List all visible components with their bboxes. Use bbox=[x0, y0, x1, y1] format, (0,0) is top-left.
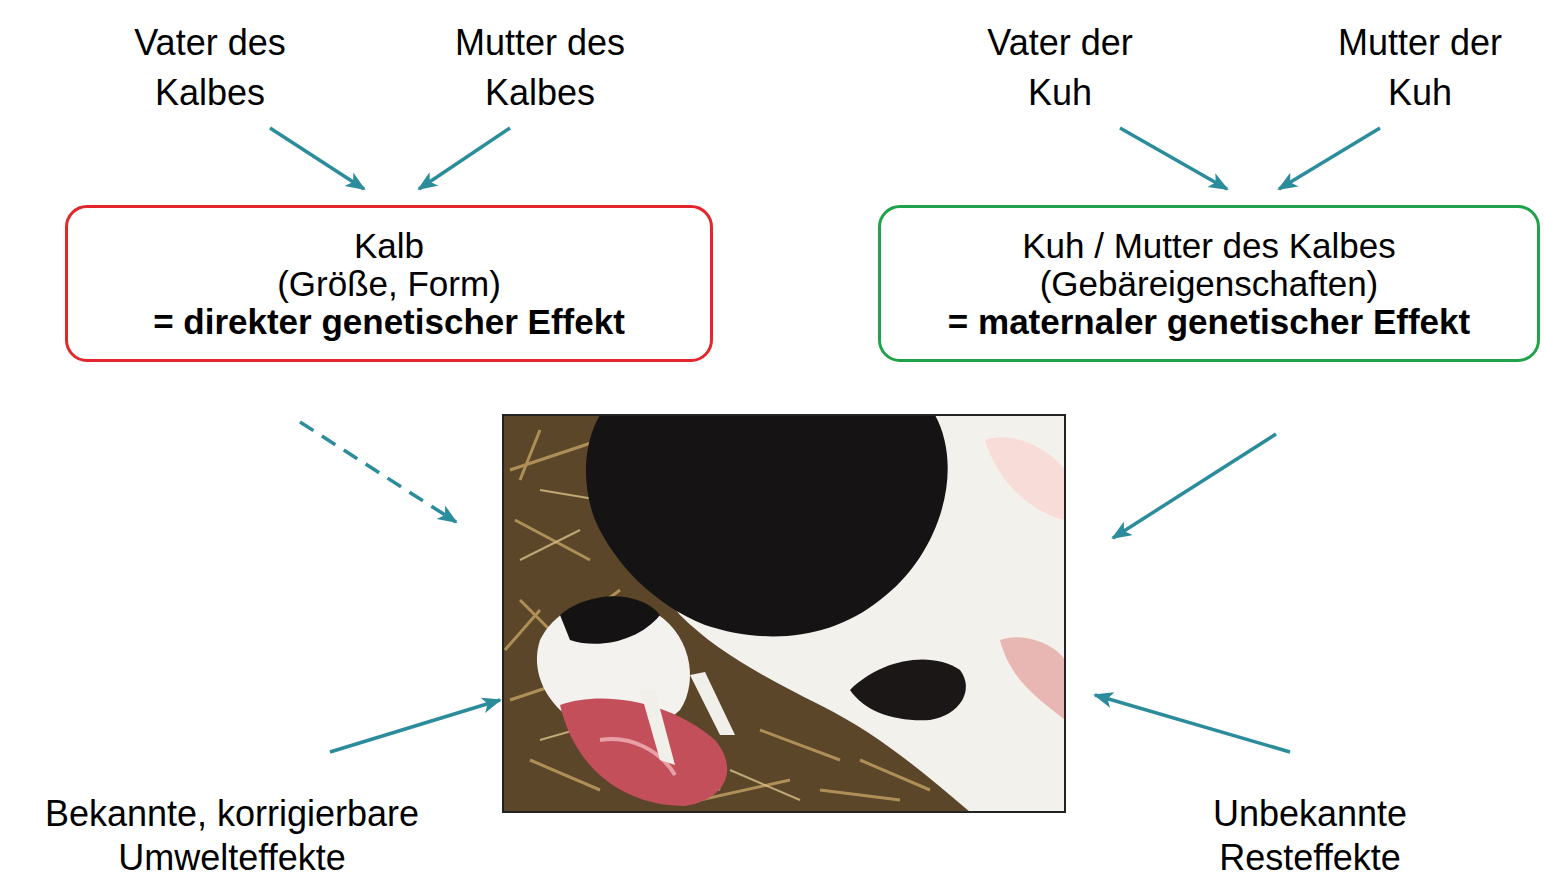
parent-label: Vater des Kalbes bbox=[110, 18, 310, 118]
parent-label: Mutter der Kuh bbox=[1320, 18, 1520, 118]
environment-arrow bbox=[330, 700, 500, 752]
calving-photo bbox=[503, 415, 1065, 812]
effect-label: Unbekannte Resteffekte bbox=[1180, 792, 1440, 880]
residual-arrow bbox=[1095, 695, 1290, 752]
node-text: Kalb bbox=[354, 227, 424, 265]
node-text: Mutter des Kalbes bbox=[440, 18, 640, 118]
node-text: Vater der Kuh bbox=[960, 18, 1160, 118]
effect-label: Bekannte, korrigierbare Umwelteffekte bbox=[12, 792, 452, 880]
inheritance-arrow bbox=[1279, 128, 1380, 189]
inheritance-arrow bbox=[270, 128, 364, 189]
node-text: = direkter genetischer Effekt bbox=[153, 303, 625, 341]
node-text: Mutter der Kuh bbox=[1320, 18, 1520, 118]
node-text: (Größe, Form) bbox=[277, 265, 501, 303]
node-text: = maternaler genetischer Effekt bbox=[948, 303, 1470, 341]
dashed-effect-arrow bbox=[300, 422, 456, 522]
inheritance-arrow bbox=[419, 128, 510, 189]
parent-label: Vater der Kuh bbox=[960, 18, 1160, 118]
node-text: Vater des Kalbes bbox=[110, 18, 310, 118]
effect-arrows bbox=[300, 422, 1290, 752]
inheritance-arrow bbox=[1120, 128, 1227, 189]
maternal-effect-arrow bbox=[1113, 434, 1276, 538]
node-text: (Gebäreigenschaften) bbox=[1040, 265, 1379, 303]
parent-label: Mutter des Kalbes bbox=[440, 18, 640, 118]
effect-box: Kalb(Größe, Form)= direkter genetischer … bbox=[65, 205, 713, 362]
effect-box: Kuh / Mutter des Kalbes(Gebäreigenschaft… bbox=[878, 205, 1540, 362]
node-text: Kuh / Mutter des Kalbes bbox=[1022, 227, 1396, 265]
